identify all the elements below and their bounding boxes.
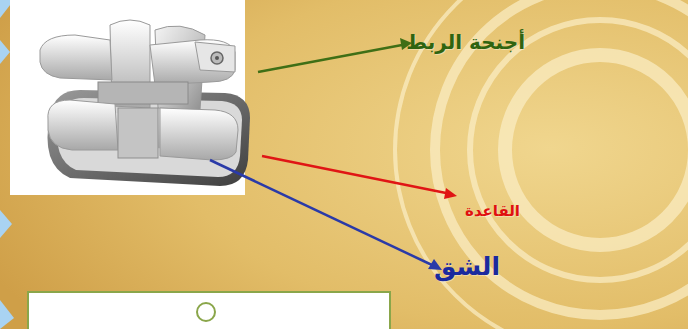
- swirl-rings: [395, 0, 688, 329]
- leader-lines: [210, 38, 457, 270]
- part-label: الشق: [434, 252, 500, 281]
- bracket-drawing: [40, 20, 250, 186]
- part-label: أجنحة الربط: [406, 30, 525, 54]
- empty-frame: [28, 292, 390, 329]
- part-label: القاعدة: [465, 202, 520, 220]
- frame-symbol: [197, 303, 215, 321]
